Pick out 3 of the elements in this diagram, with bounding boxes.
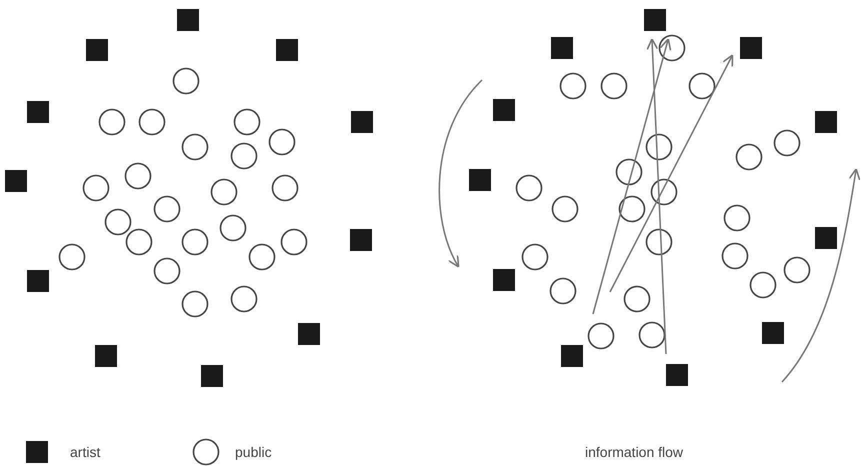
caption-label: information flow	[585, 443, 684, 461]
legend-label: public	[235, 443, 272, 461]
legend-label: artist	[70, 443, 100, 461]
